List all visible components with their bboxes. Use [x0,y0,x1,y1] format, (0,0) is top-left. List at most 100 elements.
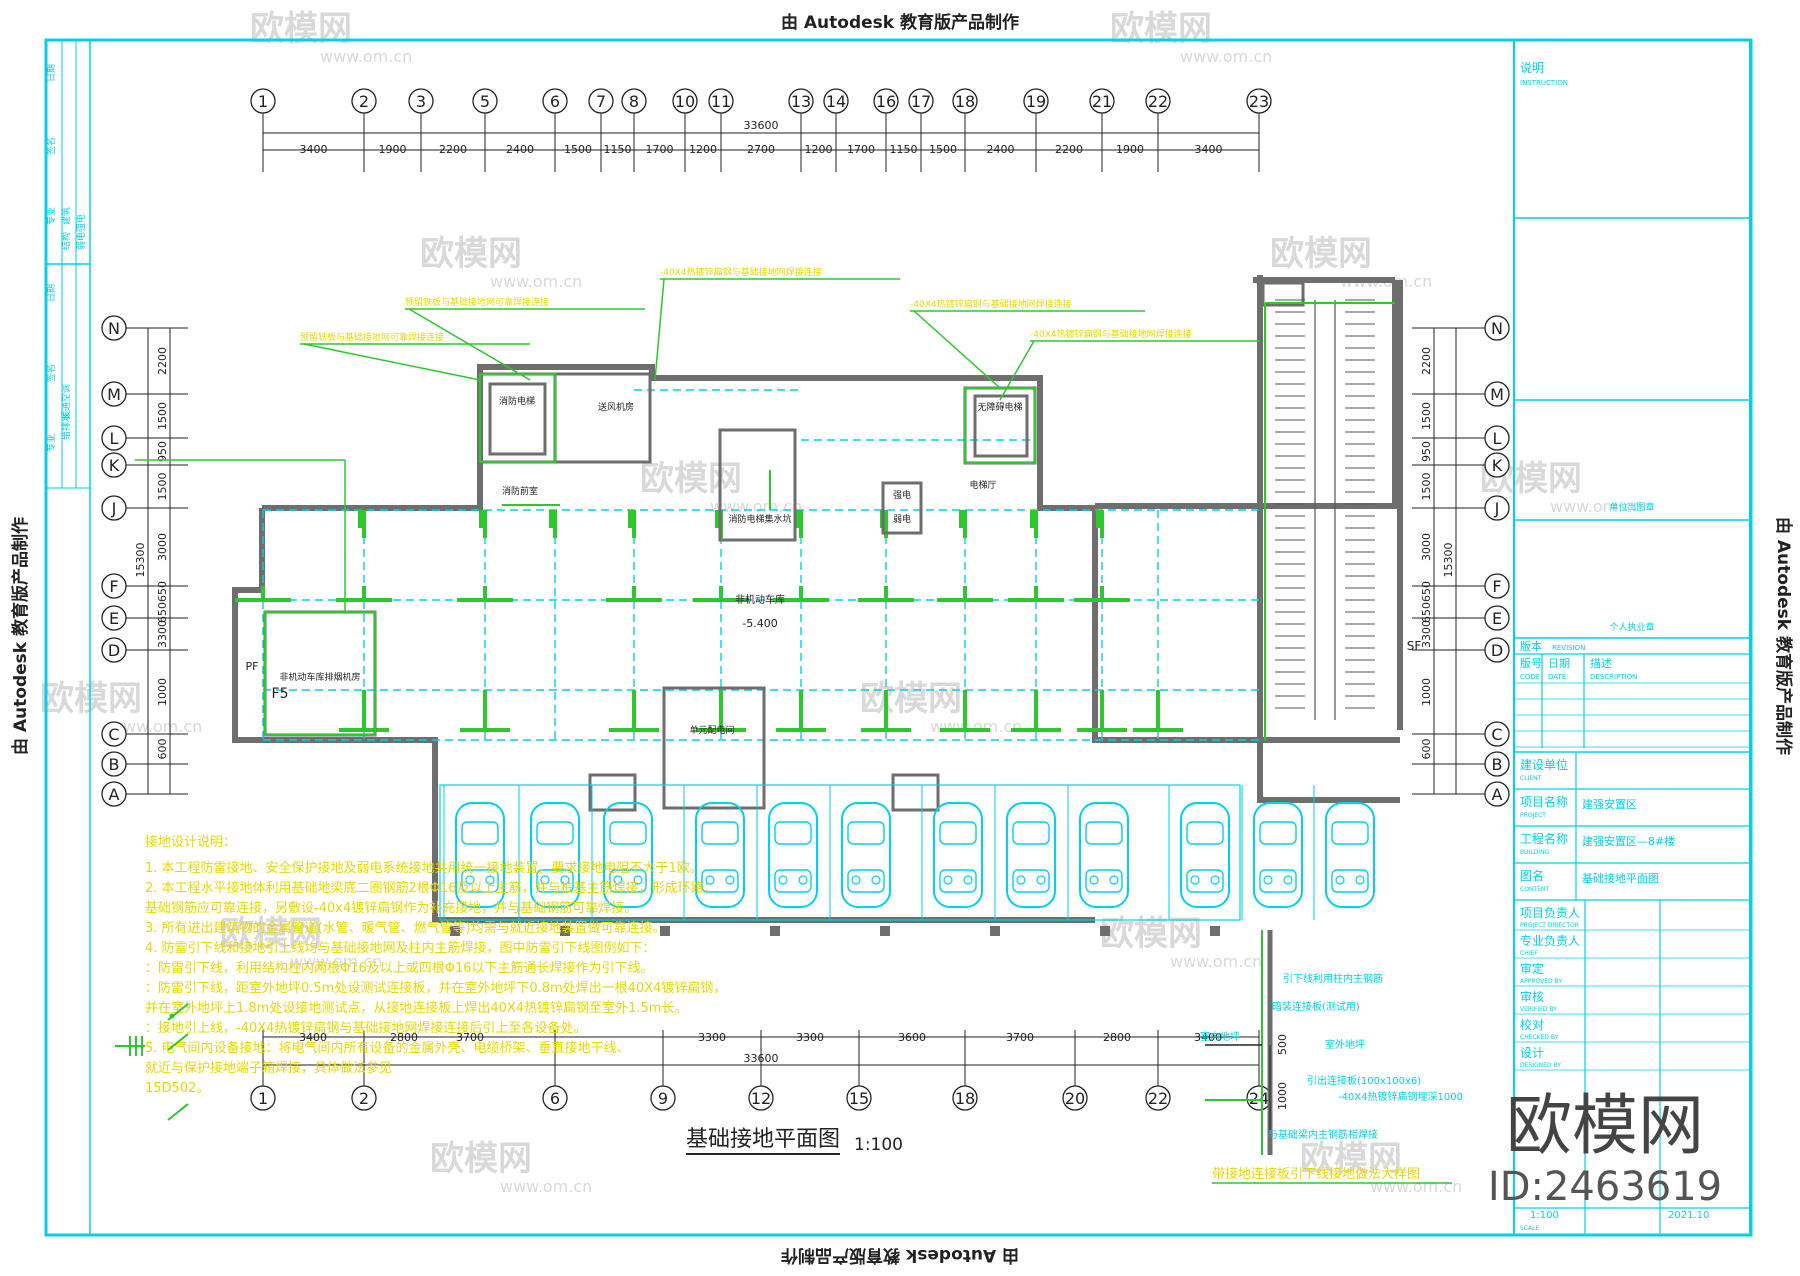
car-body [695,802,745,908]
column-ground-mark [609,690,659,732]
tb-sign-en: APPROVED BY [1520,978,1562,985]
tb-desc-en: DESCRIPTION [1590,673,1637,681]
column-ground-mark [479,510,487,538]
car-body [455,802,505,908]
left-strip-label: 建筑 [60,207,72,225]
annotation-text: -40X4热镀锌扁钢与基础接地网焊接连接 [910,298,1072,310]
column-pier [660,926,670,936]
car-body [1253,802,1303,908]
right-axis-label: D [1491,641,1503,660]
top-dim-value: 1150 [604,143,632,156]
annotation-leader [999,340,1035,401]
bottom-axis-label: 20 [1065,1089,1085,1108]
car-wheel [1109,875,1119,885]
watermark-brand: 欧模网 [250,9,352,49]
left-strip-label: 专业 [45,434,57,452]
top-axis-label: 5 [480,92,490,111]
top-axis-label: 11 [711,92,731,111]
car-windshield [536,821,574,845]
right-axis-label: N [1491,319,1503,338]
column-ground-mark [959,510,967,538]
tb-sign-en: CHECKED BY [1520,1034,1559,1041]
bottom-dim-value: 2800 [1103,1031,1131,1044]
left-axis-label: N [108,319,120,338]
car-wheel [1210,875,1220,885]
column-ground-mark [693,586,749,602]
column-pier [1100,926,1110,936]
tb-instruction-en: INSTRUCTION [1520,79,1568,87]
note-line: 4. 防雷引下线和接地引上线均与基础接地网及柱内主筋焊接，图中防雷引下线图例如下… [145,940,656,956]
autodesk-stamp-top: 由 Autodesk 教育版产品制作 [781,12,1019,33]
right-dim-value: 3000 [1420,533,1433,561]
right-dim-value: 1000 [1420,678,1433,706]
left-signature-strip: 日期签名专业建筑结构日期签名专业暖通空调给排水强电弱电 [45,40,90,489]
car-wheel [871,875,881,885]
right-axis-label: C [1491,725,1502,744]
left-axis-label: L [110,429,119,448]
top-axis-label: 1 [258,92,268,111]
room-ground-loop [264,611,376,736]
left-dim-value: 950 [156,441,169,462]
watermark-url: www.om.cn [1180,47,1272,66]
car-body [841,802,891,908]
column-pier [880,926,890,936]
top-dim-value: 3400 [1195,143,1223,156]
top-axis-label: 2 [359,92,369,111]
tb-date-cn: 日期 [1548,657,1570,670]
room-label-weak: 弱电 [893,513,911,525]
car-rear-window [609,869,647,893]
note-line: 5. 电气间内设备接地：将电气间内所有设备的金属外壳、电缆桥架、垂直接地干线、 [145,1040,630,1056]
tb-sign-en: CHIEF [1520,950,1538,957]
watermark-brand: 欧模网 [1100,914,1202,954]
detail-label: 室外地坪 [1325,1038,1365,1051]
car-wheel [798,875,808,885]
car-space [591,785,653,920]
watermark-url: www.om.cn [320,47,412,66]
tb-date-value: 2021.10 [1668,1210,1709,1221]
top-axis-label: 14 [826,92,846,111]
note-line: ：防雷引下线，利用结构柱内两根Φ16及以上或四根Φ16以下主筋通长焊接作为引下线… [145,960,654,976]
tb-scale-value: 1:100 [1530,1210,1559,1221]
design-notes: 接地设计说明： 1. 本工程防雷接地、安全保护接地及弱电系统接地共用统一接地装置… [115,834,726,1121]
bottom-dim-value: 3300 [698,1031,726,1044]
column-ground-mark [696,690,746,732]
top-axis-label: 16 [876,92,896,111]
tb-sign-cn: 设计 [1520,1046,1544,1060]
watermark-brand: 欧模网 [1300,1139,1402,1179]
note-line: 15D502。 [145,1081,209,1096]
annotation-text: -40X4热镀锌扁钢与基础接地网焊接连接 [660,266,822,278]
top-annotations: -40X4热镀锌扁钢与基础接地网焊接连接预留铁板与基础接地网可靠焊接连接-40X… [135,266,1260,612]
column-pier [990,926,1000,936]
left-axis-label: K [109,456,120,475]
note-line: ：接地引上线，-40X4热镀锌扁钢与基础接地网焊接连接后引上至各设备处。 [145,1020,586,1036]
left-strip-label: 弱电 [75,232,87,250]
room-label-elevator-hall: 电梯厅 [969,479,996,491]
drawing-title-group: 基础接地平面图 1:100 [686,1127,903,1155]
bottom-dim-value: 3400 [1194,1031,1222,1044]
car-windshield [1012,821,1050,845]
notes-heading: 接地设计说明： [145,834,236,850]
column-ground-mark [1030,510,1038,538]
top-axis-label: 23 [1249,92,1269,111]
car-wheel [1283,875,1293,885]
car-space [829,785,891,920]
parking-area [439,784,1241,921]
left-dim-value: 1500 [156,402,169,430]
tb-scale-en: SCALE [1520,1225,1539,1232]
right-dim-total: 15300 [1442,543,1455,578]
note-line: 1. 本工程防雷接地、安全保护接地及弱电系统接地共用统一接地装置，要求接地电阻不… [145,860,703,876]
detail-dim-500: 500 [1276,1034,1289,1055]
tb-row-value: 建强安置区—8#楼 [1582,834,1675,848]
left-strip-label: 专业 [45,207,57,225]
legend-dot [169,1013,175,1019]
bottom-dim-total: 33600 [744,1052,779,1065]
car-body [1006,802,1056,908]
grounding-detail: 5001000引下线利用柱内主钢筋暗装连接板(测试用)室外地坪引出连接板(100… [1200,930,1463,1184]
car-body [1180,802,1230,908]
bottom-dim-value: 2800 [390,1031,418,1044]
car-windshield [1186,821,1224,845]
top-dim-value: 2700 [747,143,775,156]
car-rear-window [847,869,885,893]
right-dim-value: 950 [1420,441,1433,462]
